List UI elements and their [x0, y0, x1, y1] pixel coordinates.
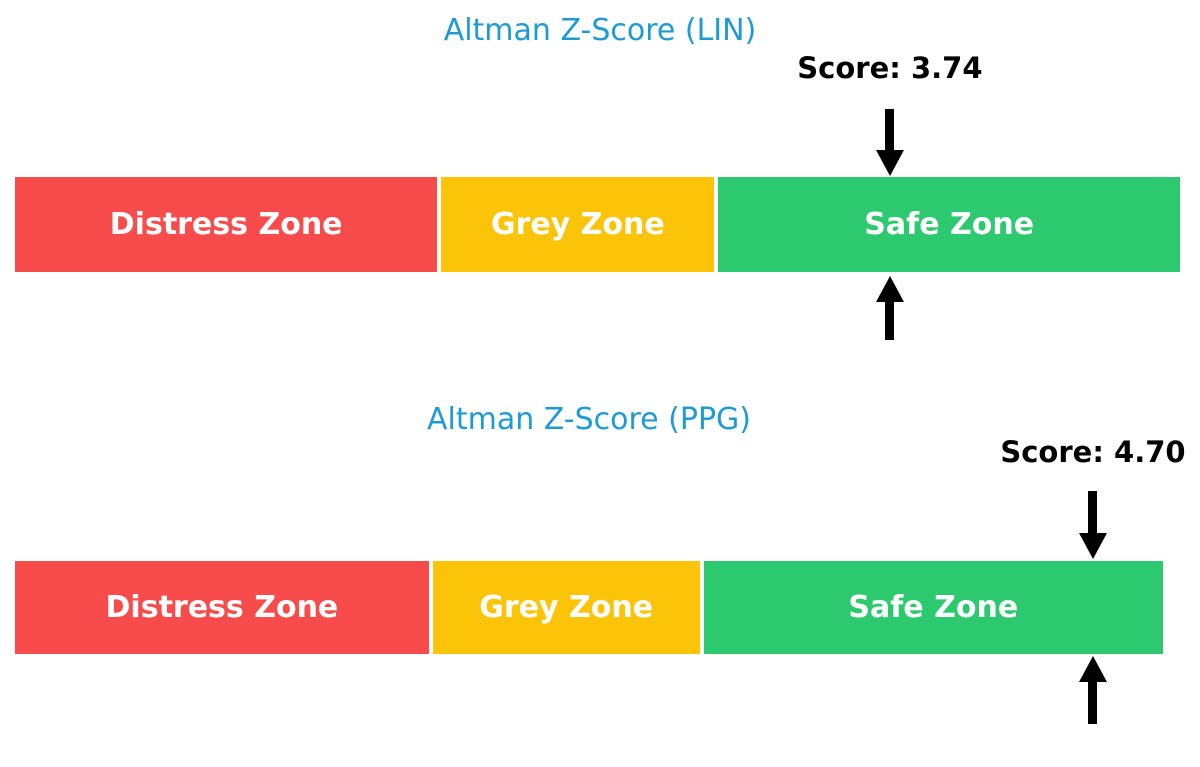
score-annotation: Score: 3.74	[797, 51, 983, 85]
zone-label-distress: Distress Zone	[109, 207, 343, 242]
zone-segment-grey: Grey Zone	[432, 561, 700, 654]
arrow-shaft	[885, 302, 895, 340]
gauge-frame: Score: 4.70 Distress Zone Grey Zone Safe…	[15, 390, 1186, 767]
score-annotation: Score: 4.70	[1000, 435, 1186, 469]
zone-label-safe: Safe Zone	[864, 207, 1035, 242]
score-pointer-down-icon	[875, 109, 905, 176]
zone-segment-safe: Safe Zone	[703, 561, 1163, 654]
zone-segment-safe: Safe Zone	[718, 177, 1180, 272]
arrow-shaft	[1088, 682, 1098, 724]
gauge-frame: Score: 3.74 Distress Zone Grey Zone Safe…	[15, 0, 1180, 390]
zscore-gauge-ppg: Altman Z-Score (PPG) Score: 4.70 Distres…	[0, 390, 1200, 767]
arrow-head	[1078, 656, 1107, 682]
zone-segment-distress: Distress Zone	[15, 561, 429, 654]
zone-label-distress: Distress Zone	[105, 590, 339, 625]
arrow-head	[875, 150, 904, 176]
zone-label-safe: Safe Zone	[848, 590, 1019, 625]
zscore-gauge-lin: Altman Z-Score (LIN) Score: 3.74 Distres…	[15, 0, 1180, 390]
arrow-shaft	[885, 109, 895, 150]
zone-label-grey: Grey Zone	[490, 207, 665, 242]
chart-title-ppg: Altman Z-Score (PPG)	[426, 402, 752, 437]
zone-label-grey: Grey Zone	[479, 590, 654, 625]
zone-segment-distress: Distress Zone	[15, 177, 438, 272]
arrow-head	[1078, 533, 1107, 559]
arrow-shaft	[1088, 491, 1098, 533]
score-pointer-up-icon	[875, 276, 905, 340]
zone-bar: Distress Zone Grey Zone Safe Zone	[15, 561, 1163, 654]
score-pointer-down-icon	[1078, 491, 1108, 559]
arrow-head	[875, 276, 904, 302]
chart-title-lin: Altman Z-Score (LIN)	[443, 13, 757, 48]
zone-segment-grey: Grey Zone	[441, 177, 715, 272]
score-pointer-up-icon	[1078, 656, 1108, 724]
zone-bar: Distress Zone Grey Zone Safe Zone	[15, 177, 1180, 272]
